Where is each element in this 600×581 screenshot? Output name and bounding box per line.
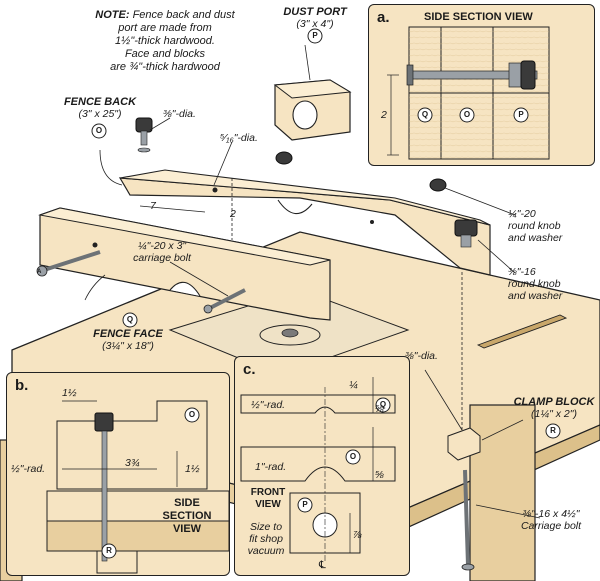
callout-bolt-clamp: ⅜"-16 x 4½" Carriage bolt (505, 508, 597, 532)
note-line-2: port are made from (118, 22, 212, 34)
bolt-face-line-b: carriage bolt (133, 252, 191, 264)
panel-b-side-section: b. 1½ ½"-rad. 3¾ 1½ SIDE SECTION VIEW O … (6, 372, 230, 576)
panel-b-dim-mid: 3¾ (125, 457, 140, 469)
panel-a-key-o: O (463, 110, 471, 119)
panel-b-letter: b. (15, 377, 29, 394)
bolt-face-line-a: ¼"-20 x 3" (137, 240, 187, 252)
fence-face-size: (3¼" x 18") (102, 340, 154, 352)
callout-dia-516: ⁵⁄₁₆"-dia. (220, 132, 258, 144)
dust-port-title: DUST PORT (283, 6, 347, 18)
fence-face-title: FENCE FACE (93, 328, 163, 340)
clamp-block-title: CLAMP BLOCK (513, 396, 595, 408)
knob-14-line-c: and washer (508, 232, 563, 244)
leader-lines (84, 44, 541, 519)
panel-a-side-section: a. SIDE SECTION VIEW 2 Q O P (368, 4, 595, 166)
carriage-bolt-face (36, 250, 101, 277)
panel-c-size-3: vacuum (247, 545, 285, 557)
knob-small-left (135, 117, 153, 153)
callout-dim-2: 2 (230, 208, 236, 220)
fence-back-board (118, 169, 491, 276)
panel-b-view-title: SIDE SECTION VIEW (145, 497, 229, 536)
panel-b-title-3: VIEW (172, 523, 202, 535)
panel-c-rad-1: ½"-rad. (251, 399, 286, 411)
panel-b-title-2: SECTION (162, 510, 212, 522)
bolt-letter: A (37, 269, 42, 275)
knob-38-line-c: and washer (508, 290, 563, 302)
panel-a-title: SIDE SECTION VIEW (424, 11, 533, 23)
fence-back-size: (3" x 25") (78, 108, 122, 120)
callout-dim-7: 7 (150, 200, 156, 212)
note-line-4: Face and blocks (124, 48, 206, 60)
knob-top-center (275, 151, 293, 165)
knob-right-upper (429, 178, 447, 192)
fence-back-title: FENCE BACK (63, 96, 137, 108)
clamp-block-size: (1¼" x 2") (531, 408, 577, 420)
panel-c-size-note: Size to fit shop vacuum (241, 521, 291, 557)
fence-face-board (38, 207, 331, 321)
panel-c-front-title: FRONT VIEW (243, 487, 293, 511)
panel-b-dim-right: 1½ (185, 463, 200, 475)
note-line-1: Fence back and dust (132, 9, 235, 21)
panel-c-front-2: VIEW (255, 499, 281, 510)
panel-a-key-q: Q (421, 110, 429, 119)
fence-back-key: O (95, 126, 103, 135)
panel-c-letter: c. (243, 361, 256, 378)
panel-c-key-q: Q (379, 400, 387, 409)
clamp-block (447, 427, 481, 571)
panel-a-letter: a. (377, 9, 390, 26)
panel-c-dim-58-b: ⅝ (375, 469, 384, 481)
knob-large-right (454, 219, 478, 248)
clamp-block-label: CLAMP BLOCK (1¼" x 2") (508, 396, 600, 420)
panel-b-dim-rad: ½"-rad. (11, 463, 46, 475)
knob-14-line-a: ¼"-20 (508, 208, 536, 220)
panel-c-rad-2: 1"-rad. (255, 461, 287, 473)
panel-c-drawing (240, 377, 396, 562)
dust-port-block (273, 79, 352, 141)
panel-a-key-p: P (518, 110, 524, 119)
callout-dia-38: ⅜"-dia. (163, 108, 196, 120)
panel-c-centerline: ℄ (319, 559, 326, 571)
callout-knob-38: ⅜"-16 round knob and washer (508, 266, 588, 302)
bolt-clamp-line-a: ⅜"-16 x 4½" (522, 508, 580, 520)
panel-b-drawing (46, 400, 229, 574)
panel-b-key-r: R (106, 546, 112, 555)
panel-c-key-o: O (349, 452, 357, 461)
fence-face-key: Q (126, 315, 134, 324)
fence-back-label: FENCE BACK (3" x 25") (55, 96, 145, 120)
callout-bolt-face: ¼"-20 x 3" carriage bolt (112, 240, 212, 264)
clamp-block-key: R (550, 426, 556, 435)
fence-face-label: FENCE FACE (3¼" x 18") (78, 328, 178, 352)
panel-c-dim-78: ⅞ (353, 529, 362, 541)
knob-14-line-b: round knob (508, 220, 561, 232)
bolt-clamp-line-b: Carriage bolt (520, 520, 582, 532)
note-lead: NOTE: (95, 9, 130, 21)
note-line-3: 1½"-thick hardwood. (115, 35, 215, 47)
knob-38-line-a: ⅜"-16 (508, 266, 536, 278)
panel-c-front-view: c. ¼ ½"-rad. ⅝ 1"-rad. ⅝ FRONT VIEW Size… (234, 356, 410, 576)
carriage-bolt-lower (203, 288, 246, 314)
dust-port-label: DUST PORT (3" x 4") (270, 6, 360, 30)
note-line-5: are ¾"-thick hardwood (110, 61, 220, 73)
panel-c-dim-top: ¼ (349, 379, 358, 391)
note-block: NOTE: Fence back and dust port are made … (70, 9, 260, 74)
panel-c-size-2: fit shop (249, 533, 283, 545)
knob-38-line-b: round knob (508, 278, 561, 290)
dust-port-size: (3" x 4") (296, 18, 334, 30)
dust-port-key: P (312, 31, 318, 40)
panel-c-key-p: P (302, 500, 308, 509)
panel-a-drawing (387, 26, 550, 160)
callout-dia-38-right: ⅜"-dia. (405, 350, 438, 362)
panel-b-dim-top: 1½ (62, 387, 77, 399)
panel-c-dim-58-a: ⅝ (375, 403, 384, 415)
panel-c-size-1: Size to (249, 521, 283, 533)
panel-a-dim: 2 (381, 109, 387, 121)
panel-c-front-1: FRONT (250, 487, 286, 498)
callout-knob-14: ¼"-20 round knob and washer (508, 208, 588, 244)
panel-b-title-1: SIDE (174, 497, 200, 509)
panel-b-key-o: O (188, 410, 196, 419)
